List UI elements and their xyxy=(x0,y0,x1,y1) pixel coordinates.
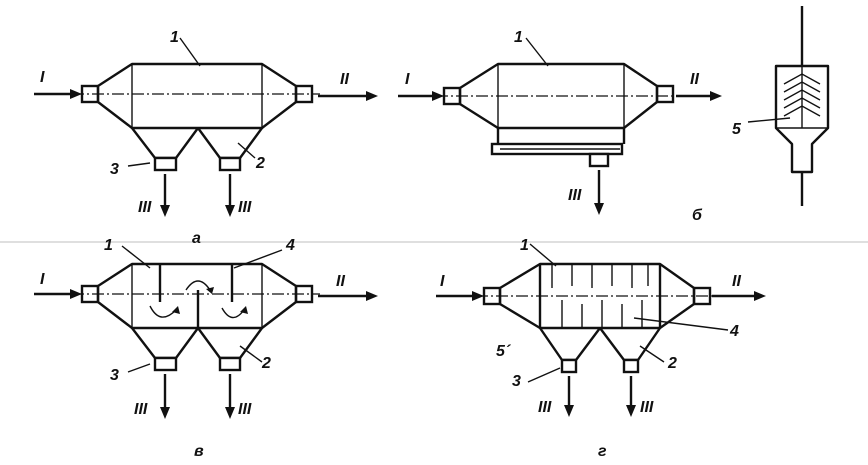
panel-a-discharge-label-left: III xyxy=(138,199,152,216)
panel-b-inlet-label: I xyxy=(405,71,410,88)
panel-a-outlet-arrow xyxy=(366,91,378,101)
panel-v-hopper-label: 2 xyxy=(261,355,271,372)
panel-v-inlet-arrow xyxy=(70,289,82,299)
panel-a-discharge-arrow-left xyxy=(160,205,170,217)
panel-a-body-label: 1 xyxy=(170,29,179,46)
panel-g-chamber xyxy=(476,262,720,374)
panel-v-inlet-label: I xyxy=(40,271,45,288)
panel-v-discharge-label-right: III xyxy=(238,401,252,418)
panel-a: I II 1 2 3 III III а xyxy=(34,29,378,247)
panel-a-pipe-label: 3 xyxy=(110,161,119,178)
panel-g-discharge-arrow-left xyxy=(564,405,574,417)
panel-a-hopper-label: 2 xyxy=(255,155,265,172)
panel-b-outlet-label: II xyxy=(690,71,699,88)
panel-a-inlet-label: I xyxy=(40,69,45,86)
panel-a-discharge-label-right: III xyxy=(238,199,252,216)
panel-a-inlet-arrow xyxy=(70,89,82,99)
panel-g-hopper-label: 2 xyxy=(667,355,677,372)
panel-v-outlet-label: II xyxy=(336,273,345,290)
panel-g: I II 1 4 2 5´ 3 III III г xyxy=(436,237,766,460)
panel-v-discharge-label-left: III xyxy=(134,401,148,418)
panel-v-baffle-label: 4 xyxy=(285,237,295,254)
panel-v-chamber xyxy=(72,262,320,372)
panel-g-body-label: 1 xyxy=(520,237,529,254)
panel-b-detail-label: 5 xyxy=(732,121,742,138)
panel-b-chamber xyxy=(436,62,680,168)
panel-v-discharge-arrow-left xyxy=(160,407,170,419)
panel-v-discharge-arrow-right xyxy=(225,407,235,419)
panel-g-outlet-arrow xyxy=(754,291,766,301)
panel-a-chamber xyxy=(72,62,320,172)
panel-g-outlet-label: II xyxy=(732,273,741,290)
panel-b-discharge-label: III xyxy=(568,187,582,204)
panel-g-inlet-arrow xyxy=(472,291,484,301)
panel-b-detail-element xyxy=(774,6,830,206)
panel-v: I II 1 4 2 3 III III в xyxy=(34,237,378,460)
panel-b-discharge-arrow xyxy=(594,203,604,215)
panel-a-discharge-arrow-right xyxy=(225,205,235,217)
panel-g-discharge-label-left: III xyxy=(538,399,552,416)
panel-v-pipe-label: 3 xyxy=(110,367,119,384)
panel-a-caption: а xyxy=(192,230,201,247)
panel-b-inlet-arrow xyxy=(432,91,444,101)
panel-g-caption: г xyxy=(598,443,607,460)
panel-v-caption: в xyxy=(194,443,204,460)
panel-g-shelf-label: 4 xyxy=(729,323,739,340)
panel-g-discharge-arrow-right xyxy=(626,405,636,417)
panel-b-outlet-arrow xyxy=(710,91,722,101)
panel-g-discharge-label-right: III xyxy=(640,399,654,416)
panel-b-body-label: 1 xyxy=(514,29,523,46)
panel-g-pipe-label: 3 xyxy=(512,373,521,390)
panel-v-body-label: 1 xyxy=(104,237,113,254)
panel-g-side-label: 5´ xyxy=(496,343,512,360)
panel-b: I II 1 5 III б xyxy=(398,6,830,224)
panel-g-inlet-label: I xyxy=(440,273,445,290)
panel-a-outlet-label: II xyxy=(340,71,349,88)
panel-b-caption: б xyxy=(692,207,703,224)
panel-v-outlet-arrow xyxy=(366,291,378,301)
